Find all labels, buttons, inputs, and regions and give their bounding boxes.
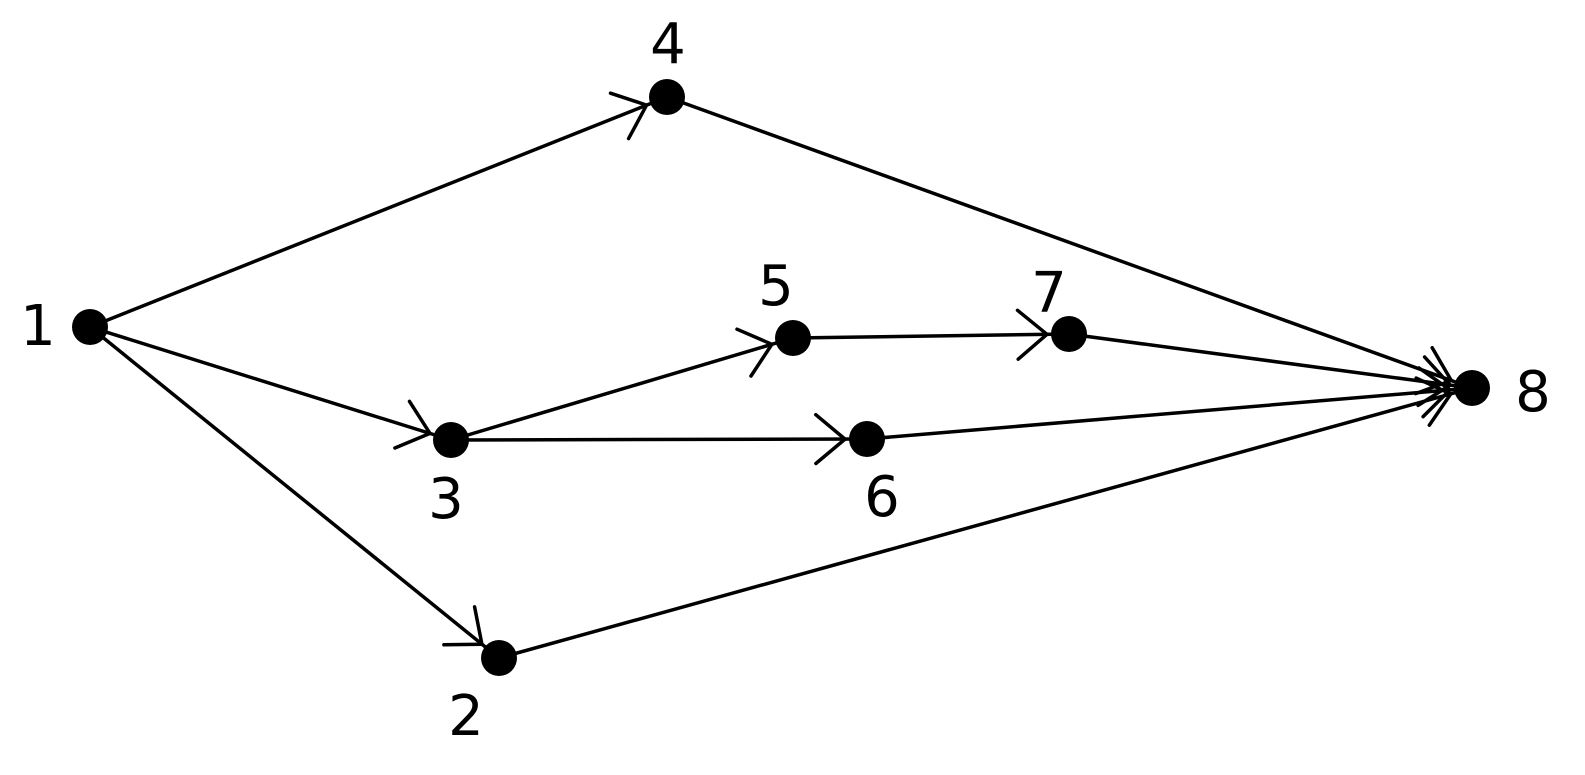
node-label: 2 xyxy=(448,684,484,749)
edge-1-to-3 xyxy=(88,325,453,450)
node-7: 7 xyxy=(1031,261,1087,352)
node-label: 1 xyxy=(20,294,56,359)
arrowhead-icon xyxy=(735,327,774,378)
node-dot xyxy=(849,421,885,457)
edge-3-to-6 xyxy=(449,412,869,466)
node-1: 1 xyxy=(20,294,108,359)
arrowhead-icon xyxy=(814,412,847,466)
edge-line xyxy=(88,325,501,660)
edge-6-to-8 xyxy=(865,366,1474,441)
edge-line xyxy=(449,437,869,442)
arrowhead-icon xyxy=(1015,308,1049,361)
edge-line xyxy=(449,336,795,442)
node-6: 6 xyxy=(849,421,900,530)
edge-5-to-7 xyxy=(791,308,1071,361)
arrowhead-icon xyxy=(1414,376,1453,427)
arrowhead-icon xyxy=(393,399,432,450)
node-dot xyxy=(649,79,685,115)
node-label: 8 xyxy=(1515,360,1551,425)
arrowhead-icon xyxy=(1413,345,1454,396)
edge-line xyxy=(88,325,453,442)
edge-line xyxy=(88,95,669,329)
node-dot xyxy=(1051,316,1087,352)
node-3: 3 xyxy=(428,422,469,532)
arrowhead-icon xyxy=(1417,366,1452,419)
node-dot xyxy=(775,320,811,356)
node-dot xyxy=(1454,370,1490,406)
node-label: 7 xyxy=(1031,261,1067,326)
edge-line xyxy=(665,95,1474,390)
edge-4-to-8 xyxy=(665,95,1474,396)
node-dot xyxy=(72,309,108,345)
node-dot xyxy=(433,422,469,458)
arrowhead-icon xyxy=(608,91,649,141)
edge-1-to-4 xyxy=(88,91,669,329)
arrowhead-icon xyxy=(442,605,484,647)
node-dot xyxy=(481,640,517,676)
node-label: 3 xyxy=(428,467,464,532)
edge-line xyxy=(1067,332,1474,390)
node-2: 2 xyxy=(448,640,517,749)
edge-1-to-2 xyxy=(88,325,501,660)
edges-layer xyxy=(88,91,1474,660)
edge-2-to-8 xyxy=(497,376,1474,660)
edge-line xyxy=(865,386,1474,441)
edge-line xyxy=(497,386,1474,660)
node-label: 6 xyxy=(864,465,900,530)
nodes-layer: 1 2 3 4 5 6 7 8 xyxy=(20,12,1551,749)
node-5: 5 xyxy=(758,254,811,356)
node-8: 8 xyxy=(1454,360,1551,425)
node-label: 4 xyxy=(650,12,686,77)
node-4: 4 xyxy=(649,12,686,115)
node-label: 5 xyxy=(758,254,794,319)
edge-line xyxy=(791,332,1071,340)
edge-3-to-5 xyxy=(449,327,795,442)
